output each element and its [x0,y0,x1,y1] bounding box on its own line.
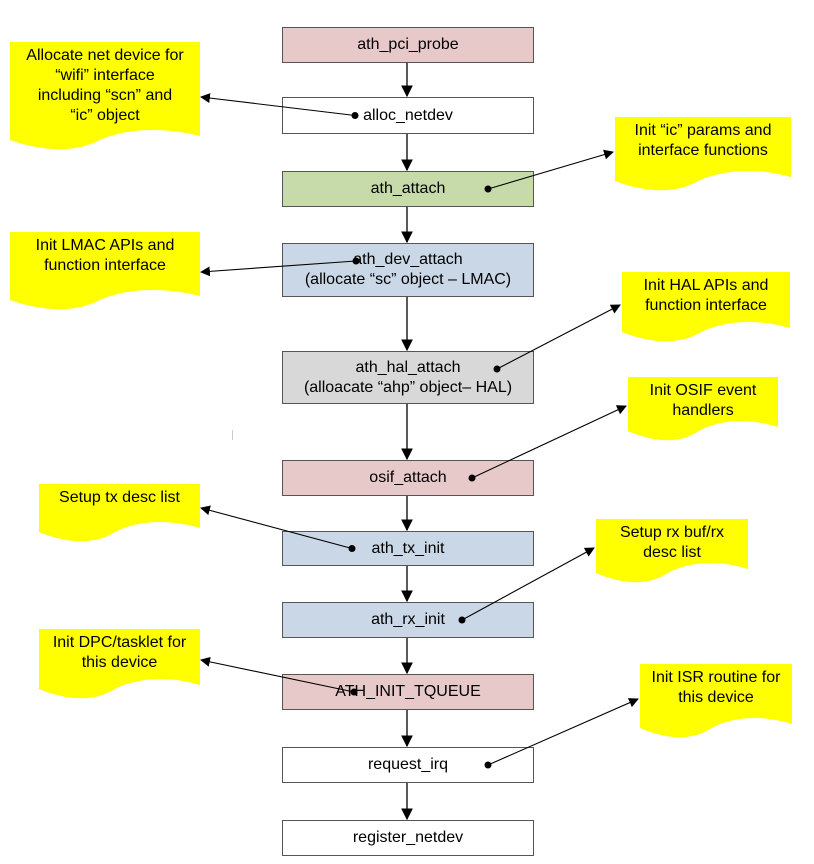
note-text-line: “wifi” interface [55,67,155,84]
note-text-line: “ic” object [70,107,140,124]
annotation-note: Init OSIF event handlers [628,377,778,441]
step-label: ATH_INIT_TQUEUE [335,683,481,700]
annotation-note: Init ISR routine for this device [640,664,792,738]
note-text-line: Init DPC/tasklet for [52,634,187,651]
note-shape [10,42,200,150]
note-connector-arrow [200,656,355,693]
step-label: ath_attach [370,180,446,197]
note-text-line: handlers [672,402,734,419]
note-connector-arrow [200,505,353,550]
note-text-line: Init HAL APIs and [643,277,769,294]
note-text-line: Init OSIF event [649,382,757,399]
note-shape [615,117,791,191]
note-text-line: Setup tx desc list [59,489,180,506]
step-box-ath-pci-probe: ath_pci_probe [282,27,534,63]
step-label: ath_hal_attach [355,358,461,376]
note-text-line: function interface [645,297,767,314]
note-text-line: Init “ic” params and [634,122,772,139]
note-shape [640,664,792,738]
step-box-osif-attach: osif_attach [282,460,534,496]
annotation-note: Allocate net device for “wifi” interface i… [10,42,200,150]
stray-tick-mark [232,430,233,440]
note-text-line: desc list [643,544,701,561]
step-box-register-netdev: register_netdev [282,820,534,856]
note-text-line: including “scn” and [37,87,173,104]
step-label: ath_dev_attach [353,251,463,268]
note-text-line: this device [81,654,158,671]
annotation-note: Init HAL APIs and function interface [622,272,790,342]
note-text-line: this device [678,689,754,706]
note-connector-arrow [471,405,627,479]
annotation-note: Init LMAC APIs and function interface [10,232,200,310]
step-label: ath_tx_init [371,539,445,557]
note-shape [628,377,778,441]
step-box-alloc-netdev: alloc_netdev [282,97,534,134]
note-connector-arrow [487,698,639,766]
annotation-note: Init “ic” params and interface functions [615,117,791,191]
note-text-line: function interface [44,257,166,274]
step-sublabel: (alloacate “ahp” object– HAL) [303,378,513,396]
annotation-note: Setup tx desc list [39,484,200,542]
step-box-ath-dev-attach: ath_dev_attach (allocate “sc” object – LM… [282,243,534,297]
step-box-ath-rx-init: ath_rx_init [282,602,534,638]
step-label: osif_attach [369,469,447,486]
step-label: ath_pci_probe [357,36,459,53]
step-box-ath-init-tqueue: ATH_INIT_TQUEUE [282,674,534,710]
note-connector-arrow [461,547,595,621]
note-text-line: Allocate net device for [26,47,184,64]
note-text-line: Setup rx buf/rx [619,524,725,541]
annotation-note: Setup rx buf/rx desc list [596,519,748,583]
note-text-line: Init ISR routine for [651,669,781,686]
step-label: register_netdev [352,829,464,846]
note-shape [39,629,200,699]
note-text-line: interface functions [638,142,768,159]
step-box-request-irq: request_irq [282,747,534,783]
note-connector-arrow [200,260,357,277]
step-sublabel: (allocate “sc” object – LMAC) [304,271,512,288]
note-connector-arrow [200,93,356,117]
step-box-ath-hal-attach: ath_hal_attach (alloacate “ahp” object– H… [282,351,534,404]
step-box-ath-tx-init: ath_tx_init [282,531,534,566]
step-label: request_irq [367,756,449,773]
step-label: ath_rx_init [371,611,445,628]
note-shape [596,519,748,583]
annotation-note: Init DPC/tasklet for this device [39,629,200,699]
note-text-line: Init LMAC APIs and [35,237,175,254]
note-connector-arrow [496,304,621,370]
note-shape [10,232,200,310]
note-shape [39,484,200,542]
note-connector-arrow [487,149,614,190]
note-shape [622,272,790,342]
step-label: alloc_netdev [363,106,453,124]
step-box-ath-attach: ath_attach [282,171,534,207]
